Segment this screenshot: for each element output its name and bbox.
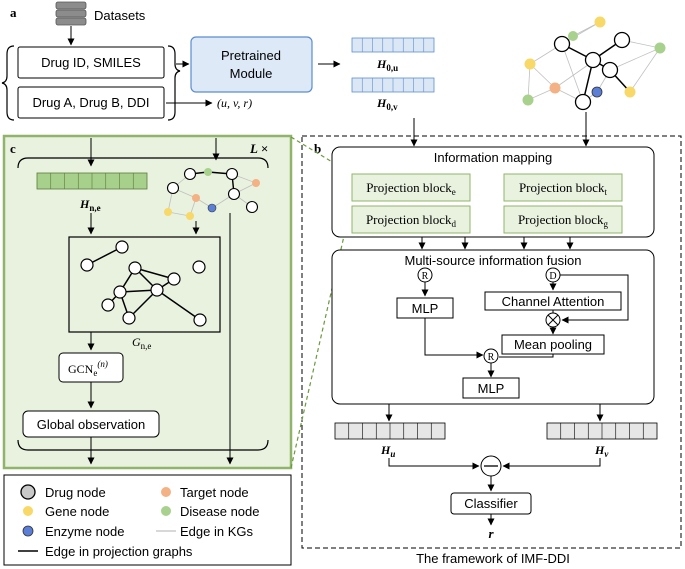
legend-edge-projection: Edge in projection graphs [45,544,193,559]
layers-label: L × [249,141,268,156]
hne-vector [36,172,148,190]
panel-label-a: a [10,5,17,20]
hv-vector [546,422,658,440]
global-observation-label: Global observation [37,417,145,432]
knowledge-graph-top [522,16,666,111]
mean-pooling-label: Mean pooling [514,337,592,352]
hu-vector [334,422,446,440]
left-brace [1,45,15,121]
pretrained-line2: Module [230,66,273,81]
panel-b [301,135,682,549]
legend-target-node: Target node [180,485,249,500]
framework-caption: The framework of IMF-DDI [416,551,570,566]
panel-label-c: c [10,141,16,156]
drug-id-smiles-label: Drug ID, SMILES [41,55,141,70]
h0v-vector [351,77,435,93]
knowledge-graph-small [164,167,260,220]
h0v-label: H0,v [376,96,398,112]
projection-block-e-label: Projection blocke [366,180,456,197]
zoom-connector-bottom [290,200,353,469]
pretrained-module-box [190,36,313,93]
legend-gene-swatch [23,506,33,516]
mlp-label-2: MLP [478,381,505,396]
channel-attention-label: Channel Attention [502,294,605,309]
projection-graph-box [68,236,221,333]
projection-block-t [503,173,623,202]
legend-enzyme-node: Enzyme node [45,524,125,539]
projection-block-d-label: Projection blockd [366,212,457,229]
hv-label: Hv [594,443,609,459]
drug-pair-label: Drug A, Drug B, DDI [32,95,149,110]
legend-drug-node: Drug node [45,485,106,500]
output-r: r [488,526,494,541]
legend-enzyme-swatch [22,525,34,537]
information-mapping-title: Information mapping [434,150,553,165]
right-brace [167,45,181,121]
drug-pair-box [17,86,165,119]
legend-box [3,474,292,566]
panel-c-bottom-brace [17,439,269,451]
gcn-label: GCNe(n) [68,359,108,378]
panel-label-b: b [314,141,321,156]
projection-graph-nodes [80,240,207,327]
database-icon [55,1,87,26]
legend-edge-kg: Edge in KGs [180,524,253,539]
projection-block-e [351,173,471,202]
mlp-box-2 [462,377,520,399]
h0u-label: H0,u [376,57,398,73]
projection-block-g-label: Projection blockg [518,212,609,229]
legend-target-swatch [161,487,171,497]
triple-label: (u, v, r) [217,96,252,110]
hu-label: Hu [380,443,395,459]
legend-disease-node: Disease node [180,504,260,519]
legend-disease-swatch [161,506,171,516]
gne-label: Gn,e [132,335,151,351]
pretrained-line1: Pretrained [221,48,281,63]
h0u-vector [351,37,435,53]
drug-id-box [17,46,165,79]
panel-c-top-brace [17,157,269,169]
projection-block-d [351,205,471,234]
classifier-label: Classifier [464,496,518,511]
stack-d-label: D [549,271,556,282]
fusion-title: Multi-source information fusion [404,253,581,268]
fusion-box [331,249,655,405]
hne-label: Hn,e [79,197,101,213]
legend-gene-node: Gene node [45,504,109,519]
mlp-label-1: MLP [412,301,439,316]
concat-r-top-label: R [422,271,429,282]
projection-block-g [503,205,623,234]
concat-r-bottom-label: R [488,352,495,363]
legend-drug-swatch [20,484,36,500]
projection-block-t-label: Projection blockt [519,180,608,197]
datasets-label: Datasets [94,8,146,23]
